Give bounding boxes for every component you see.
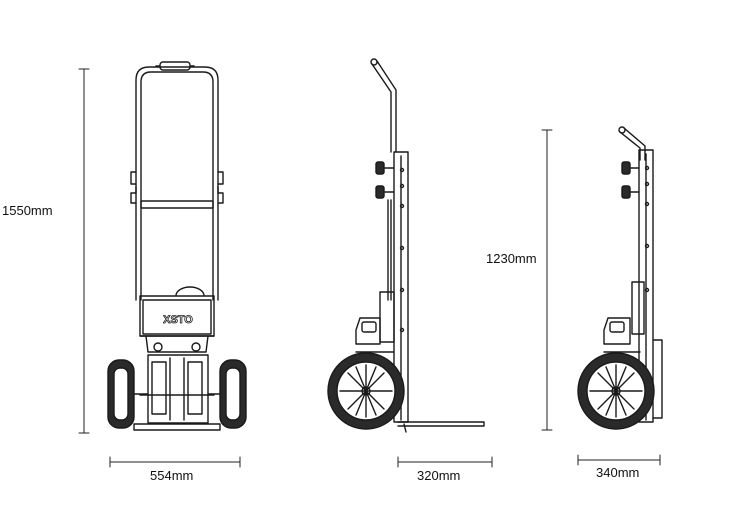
brand-logo-mark: XSTO (163, 314, 194, 327)
side-toe-plate (397, 421, 485, 433)
front-right-wheel (207, 359, 247, 429)
folded-height-label: 1230mm (486, 251, 537, 266)
front-height-label: 1550mm (2, 203, 53, 218)
front-crossbar (130, 171, 224, 209)
front-motor-box (139, 286, 215, 353)
folded-knob-upper (621, 161, 640, 175)
side-knob-upper (375, 161, 395, 175)
folded-depth-label: 340mm (596, 465, 640, 480)
side-knob-lower (375, 185, 395, 199)
folded-motor-housing (603, 281, 663, 419)
folded-handle (618, 126, 646, 161)
front-width-label: 554mm (150, 468, 194, 483)
side-handle (370, 58, 397, 153)
brand-logo-text: XSTO (163, 314, 193, 326)
side-view (327, 58, 493, 468)
folded-view (541, 126, 663, 466)
front-left-wheel (107, 359, 149, 429)
brand-logo: XSTO (163, 312, 194, 327)
folded-height-dimension-line (541, 129, 553, 431)
front-view (78, 61, 247, 468)
front-width-dimension-line (109, 456, 241, 468)
folded-wheel (577, 352, 655, 430)
folded-knob-lower (621, 185, 640, 199)
side-depth-label: 320mm (417, 468, 461, 483)
front-lower-frame (133, 354, 221, 431)
front-height-dimension-line (78, 68, 90, 434)
folded-depth-dimension-line (577, 454, 661, 466)
side-motor-housing (355, 291, 395, 353)
side-depth-dimension-line (397, 456, 493, 468)
front-handle-frame (135, 61, 219, 301)
side-wheel (327, 352, 405, 430)
